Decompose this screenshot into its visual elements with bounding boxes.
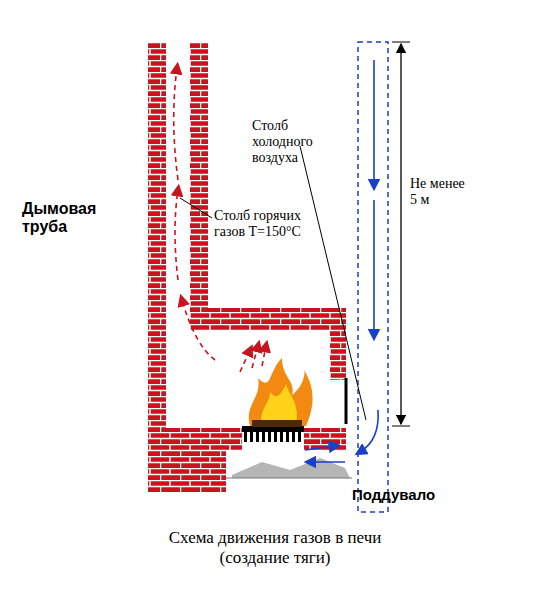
- ash: [232, 458, 350, 478]
- part-label: Поддувало: [352, 486, 472, 503]
- fire: [249, 358, 313, 427]
- gas-label: Столб горячих газов Т=150°С: [214, 208, 332, 240]
- dimension-label: Не менее 5 м: [410, 176, 470, 208]
- brick-masonry: [148, 42, 346, 492]
- leader-line: [300, 146, 366, 420]
- caption: Схема движения газов в печи (создание тя…: [150, 528, 400, 567]
- ash-pit-floor: [226, 478, 352, 479]
- cold-air-column: [358, 42, 388, 512]
- height-dimension: [392, 42, 410, 426]
- part-label: Дымовая труба: [22, 200, 132, 237]
- grate: [242, 426, 304, 442]
- leader-line: [180, 198, 212, 218]
- air-label: Столб холодного воздуха: [252, 118, 352, 166]
- cold-air-flow: [305, 60, 378, 462]
- stove-door: [345, 378, 348, 424]
